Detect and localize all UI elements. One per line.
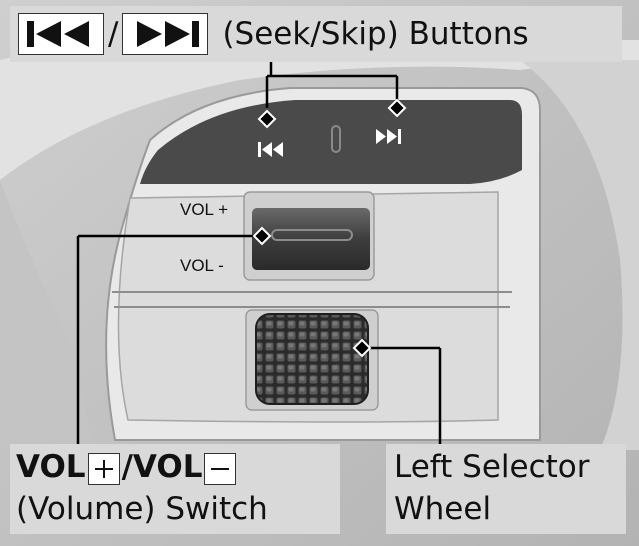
wheel-callout-line2: Wheel: [394, 491, 492, 527]
seek-back-icon[interactable]: [258, 142, 283, 157]
volume-callout-slash: /: [121, 449, 133, 485]
wheel-leader-marker: [352, 338, 372, 358]
volume-switch-groove: [271, 229, 353, 241]
callout-slash: /: [108, 16, 119, 52]
vol-minus-panel-label: VOL -: [180, 256, 224, 275]
volume-leader-marker: [252, 226, 272, 246]
wheel-rim-right: [520, 60, 639, 450]
volume-callout-line1: VOL/VOL: [16, 446, 340, 488]
vol-plus-prefix: VOL: [16, 449, 86, 485]
vol-plus-panel-label: VOL +: [180, 200, 229, 219]
volume-switch-callout: VOL/VOL (Volume) Switch: [10, 444, 340, 534]
seek-leader-markers: [257, 98, 407, 129]
skip-forward-icon[interactable]: [376, 129, 401, 144]
seek-skip-label: (Seek/Skip) Buttons: [222, 16, 529, 52]
seek-back-keycap-icon: [18, 13, 104, 55]
seek-skip-callout: / (Seek/Skip) Buttons: [10, 6, 622, 62]
volume-callout-line2: (Volume) Switch: [16, 491, 268, 527]
selector-wheel-callout: Left Selector Wheel: [386, 444, 626, 534]
plus-icon: [87, 453, 120, 485]
left-selector-wheel[interactable]: [255, 313, 369, 405]
minus-icon: [204, 453, 237, 485]
skip-forward-keycap-icon: [122, 13, 209, 55]
seek-leader-lines: [265, 62, 399, 108]
wheel-leader-line: [368, 346, 442, 444]
panel-divider: [331, 125, 341, 153]
wheel-rim-highlight: [0, 37, 639, 180]
wheel-callout-line1: Left Selector: [394, 449, 590, 485]
wheel-spoke-left: [0, 180, 90, 440]
vol-minus-prefix: VOL: [132, 449, 203, 485]
volume-leader-line: [76, 234, 256, 444]
